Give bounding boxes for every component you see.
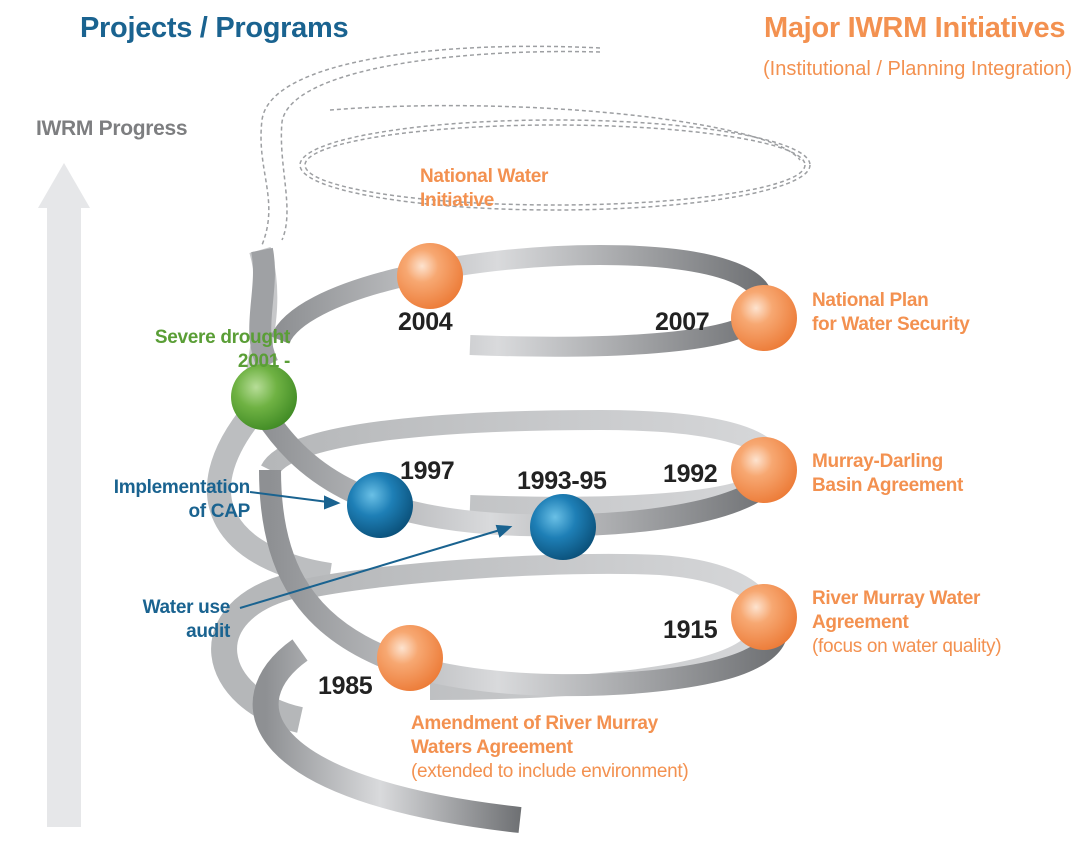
year-1993-95: 1993-95 (517, 467, 607, 495)
year-2007: 2007 (655, 308, 710, 336)
axis-label-iwrm-progress: IWRM Progress (36, 117, 188, 140)
label-line: River Murray Water (812, 588, 981, 609)
heading-major-initiatives: Major IWRM Initiatives (764, 12, 1066, 44)
label-severe-drought: Severe drought 2001 - (110, 326, 290, 374)
label-line: Agreement (812, 612, 909, 633)
label-water-use-audit: Water use audit (80, 596, 231, 644)
milestone-1992-orange-ball (731, 437, 797, 503)
label-line: Severe drought (154, 327, 290, 348)
label-river-murray-water-agreement: River Murray Water Agreement (focus on w… (812, 587, 1002, 659)
heading-projects-programs: Projects / Programs (80, 12, 349, 44)
year-1985: 1985 (318, 672, 373, 700)
label-implementation-cap: Implementation of CAP (70, 476, 251, 524)
label-murray-darling: Murray-Darling Basin Agreement (812, 450, 963, 498)
label-line: (focus on water quality) (812, 636, 1002, 657)
label-line: 2001 - (237, 351, 290, 372)
spiral-loop-top (249, 244, 774, 371)
year-1915: 1915 (663, 616, 718, 644)
label-line: audit (186, 621, 230, 642)
heading-major-initiatives-subtitle: (Institutional / Planning Integration) (763, 58, 1073, 80)
year-1992: 1992 (663, 460, 718, 488)
label-line: Water use (142, 597, 231, 618)
milestone-2004-orange-ball (397, 243, 463, 309)
milestone-1915-orange-ball (731, 584, 797, 650)
year-2004: 2004 (398, 308, 453, 336)
label-amendment-river-murray: Amendment of River Murray Waters Agreeme… (411, 712, 689, 784)
progress-arrow (38, 163, 90, 827)
label-line: National Water (420, 166, 549, 187)
future-dashed-loops (260, 45, 811, 246)
spiral-tail (252, 639, 522, 833)
pointer-lines (239, 491, 513, 609)
label-line: (extended to include environment) (411, 761, 689, 782)
milestone-1985-orange-ball (377, 625, 443, 691)
label-line: of CAP (188, 501, 250, 522)
label-line: National Plan (812, 290, 929, 311)
milestone-2007-orange-ball (731, 285, 797, 351)
audit-blue-ball (530, 494, 596, 560)
label-national-plan: National Plan for Water Security (812, 289, 970, 337)
cap-blue-ball (347, 472, 413, 538)
label-national-water-initiative: National Water Initiative (420, 165, 548, 213)
label-line: Waters Agreement (411, 737, 573, 758)
spiral-loop-middle (252, 404, 784, 537)
year-1997: 1997 (400, 457, 455, 485)
drought-green-ball (231, 364, 297, 430)
label-line: Murray-Darling (812, 451, 943, 472)
label-line: for Water Security (812, 314, 970, 335)
label-line: Implementation (113, 477, 251, 498)
label-line: Initiative (420, 190, 495, 211)
label-line: Basin Agreement (812, 475, 964, 496)
label-line: Amendment of River Murray (411, 713, 658, 734)
